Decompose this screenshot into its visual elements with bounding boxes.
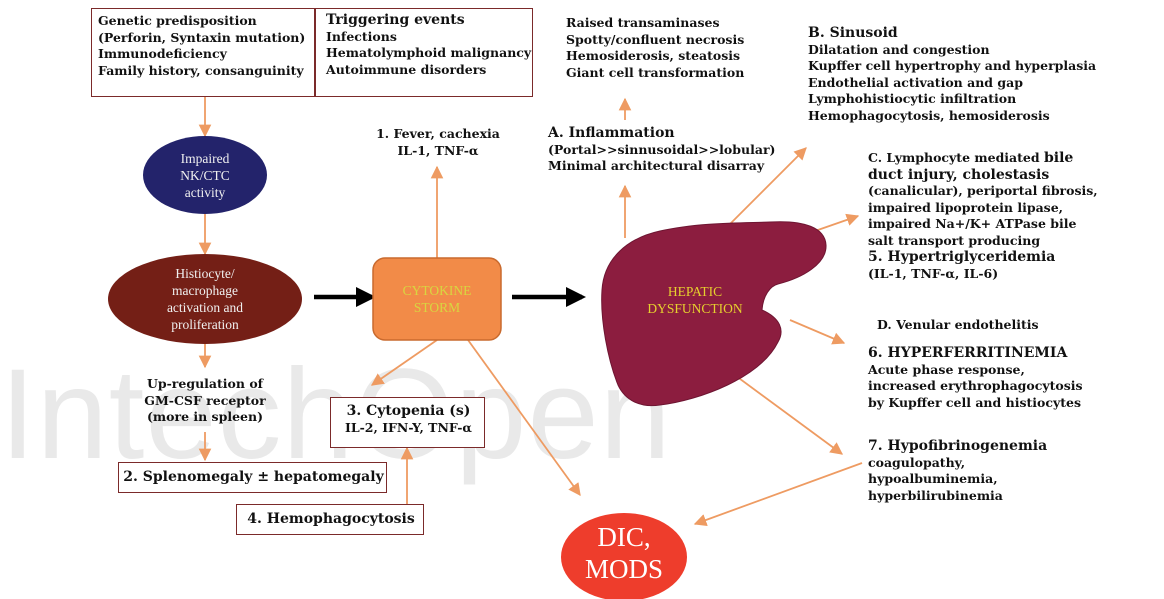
lymphocyte-injury-text: C. Lymphocyte mediated bile duct injury,… [868,150,1098,281]
liver-shape [601,221,827,407]
dic-mods-ellipse [561,513,687,599]
splenomegaly-box: 2. Splenomegaly ± hepatomegaly [118,462,387,493]
arrow-liver-to-venular [789,319,846,345]
cytokine-storm-label: CYTOKINE STORM [402,283,472,315]
hyperferritinemia-text: 6. HYPERFERRITINEMIA Acute phase respons… [868,345,1083,410]
triggering-events-box: Triggering events Infections Hematolymph… [315,8,533,97]
inflammation-title: A. Inflammation [548,125,675,141]
sinusoid-title: B. Sinusoid [808,25,898,41]
arrow-storm-to-dic [467,339,581,497]
arrow-storm-to-cytopenia [370,339,438,386]
sinusoid-text: B. Sinusoid Dilatation and congestion Ku… [808,25,1097,123]
cytokine-storm-box [372,257,502,341]
hypofibrinogenemia-text: 7. Hypofibrinogenemia coagulopathy, hypo… [868,438,1048,503]
genetic-line: Family history, consanguinity [98,62,304,78]
arrow-liver-to-lymphocyte [814,213,860,232]
genetic-predisposition-box: Genetic predisposition (Perforin, Syntax… [91,8,315,97]
hypofibrinogenemia-title: 7. Hypofibrinogenemia [868,438,1048,454]
cytopenia-detail: IL-2, IFN-Y, TNF-α [344,419,473,435]
trigger-item: Hematolymphoid malignancy [326,45,532,60]
dic-mods-label: DIC, MODS [584,522,664,584]
hyperferritinemia-title: 6. HYPERFERRITINEMIA [868,345,1068,361]
liver-findings-text: Raised transaminases Spotty/confluent ne… [566,15,745,80]
genetic-line: Genetic predisposition [98,13,257,28]
histiocyte-activation-node: Histiocyte/ macrophage activation and pr… [108,254,302,344]
fever-cachexia-text: 1. Fever, cachexia IL-1, TNF-α [376,126,500,158]
impaired-nk-ctc-node: Impaired NK/CTC activity [143,136,267,214]
arrow-hypofibrinogenemia-to-dic [693,462,863,527]
gm-csf-upregulation-text: Up-regulation of GM-CSF receptor (more i… [144,376,266,424]
venular-endothelitis-text: D. Venular endothelitis [877,317,1039,332]
cytopenia-box: 3. Cytopenia (s) IL-2, IFN-Y, TNF-α [330,397,485,448]
hemophagocytosis-label: 4. Hemophagocytosis [247,511,415,527]
inflammation-text: A. Inflammation (Portal>>sinnusoidal>>lo… [548,125,776,173]
hepatic-dysfunction-label: HEPATIC DYSFUNCTION [647,284,743,316]
trigger-item: Infections [326,28,397,44]
arrow-liver-to-sinusoid [727,147,807,227]
genetic-line: (Perforin, Syntaxin mutation) [98,29,306,45]
triggering-events-title: Triggering events [326,12,465,28]
hypertriglyceridemia-title: 5. Hypertriglyceridemia [868,249,1056,265]
splenomegaly-label: 2. Splenomegaly ± hepatomegaly [123,469,384,485]
trigger-item: Autoimmune disorders [326,61,487,77]
cytopenia-title: 3. Cytopenia (s) [346,403,471,419]
genetic-line: Immunodeficiency [98,46,227,61]
hemophagocytosis-box: 4. Hemophagocytosis [236,504,424,535]
